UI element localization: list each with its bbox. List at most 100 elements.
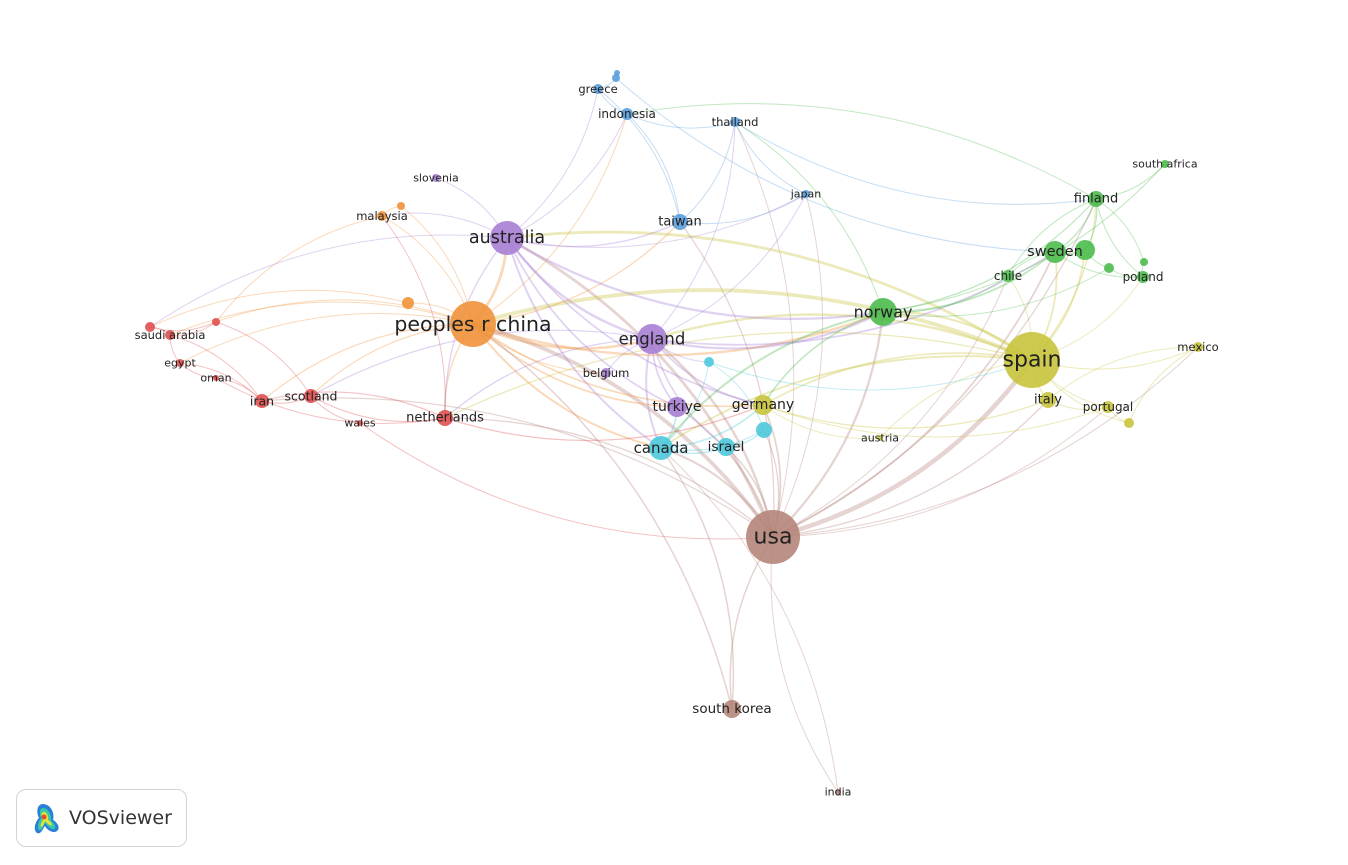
link-australia-japan bbox=[506, 193, 807, 248]
node-label-poland[interactable]: poland bbox=[1123, 270, 1164, 284]
node-england[interactable] bbox=[637, 324, 667, 354]
node-label-norway[interactable]: norway bbox=[854, 303, 913, 322]
node-usa[interactable] bbox=[746, 510, 800, 564]
node-label-turkiye[interactable]: turkiye bbox=[652, 399, 701, 415]
node-label-italy[interactable]: italy bbox=[1034, 393, 1062, 408]
link-england-netherlands bbox=[444, 338, 653, 419]
node-label-scotland[interactable]: scotland bbox=[285, 389, 338, 404]
node-norway[interactable] bbox=[869, 298, 897, 326]
node-label-slovenia[interactable]: slovenia bbox=[413, 172, 459, 185]
node-label-germany[interactable]: germany bbox=[732, 397, 794, 413]
link-australia-turkiye bbox=[506, 237, 678, 408]
node-label-belgium[interactable]: belgium bbox=[583, 366, 630, 380]
node-r2[interactable] bbox=[212, 318, 220, 326]
node-label-wales[interactable]: wales bbox=[344, 417, 376, 430]
node-sweden[interactable] bbox=[1044, 241, 1066, 263]
node-label-portugal[interactable]: portugal bbox=[1083, 400, 1134, 414]
node-canada[interactable] bbox=[649, 436, 673, 460]
node-label-chile[interactable]: chile bbox=[994, 269, 1022, 283]
node-chile[interactable] bbox=[1002, 270, 1014, 282]
link-malaysia-r2 bbox=[215, 215, 383, 323]
node-g3[interactable] bbox=[1140, 258, 1148, 266]
node-label-india[interactable]: india bbox=[825, 786, 852, 799]
node-japan[interactable] bbox=[802, 190, 810, 198]
node-g2[interactable] bbox=[1104, 263, 1114, 273]
node-netherlands[interactable] bbox=[437, 410, 453, 426]
node-israel[interactable] bbox=[717, 438, 735, 456]
node-c2[interactable] bbox=[704, 357, 714, 367]
link-canada-germany bbox=[660, 404, 764, 449]
node-o1[interactable] bbox=[397, 202, 405, 210]
link-spain-canada bbox=[660, 355, 1033, 449]
node-label-canada[interactable]: canada bbox=[634, 439, 689, 457]
node-spain[interactable] bbox=[1004, 332, 1060, 388]
node-label-mexico[interactable]: mexico bbox=[1177, 340, 1218, 354]
node-oman[interactable] bbox=[213, 375, 219, 381]
node-belgium[interactable] bbox=[601, 368, 611, 378]
node-label-southkorea[interactable]: south korea bbox=[692, 701, 771, 717]
node-label-iran[interactable]: iran bbox=[250, 394, 274, 409]
node-label-england[interactable]: england bbox=[619, 330, 686, 349]
node-china[interactable] bbox=[450, 301, 496, 347]
node-label-southafrica[interactable]: south africa bbox=[1132, 158, 1197, 171]
node-label-egypt[interactable]: egypt bbox=[164, 357, 196, 370]
node-label-greece[interactable]: greece bbox=[578, 82, 617, 96]
node-turkiye[interactable] bbox=[667, 397, 687, 417]
node-egypt[interactable] bbox=[176, 359, 184, 367]
node-label-austria[interactable]: austria bbox=[861, 432, 899, 445]
node-australia[interactable] bbox=[490, 221, 524, 255]
link-china-turkiye bbox=[472, 323, 678, 408]
node-b1[interactable] bbox=[612, 74, 620, 82]
node-germany[interactable] bbox=[753, 395, 773, 415]
link-scotland-r2 bbox=[215, 321, 312, 397]
node-scotland[interactable] bbox=[304, 389, 318, 403]
node-slovenia[interactable] bbox=[432, 174, 440, 182]
node-southkorea[interactable] bbox=[723, 700, 741, 718]
node-label-malaysia[interactable]: malaysia bbox=[356, 209, 408, 223]
node-label-israel[interactable]: israel bbox=[708, 439, 745, 455]
node-label-china[interactable]: peoples r china bbox=[394, 312, 551, 336]
link-usa-iran bbox=[261, 397, 774, 538]
node-indonesia[interactable] bbox=[621, 108, 633, 120]
node-label-oman[interactable]: oman bbox=[200, 372, 231, 385]
link-china-norway bbox=[472, 310, 884, 357]
node-label-indonesia[interactable]: indonesia bbox=[598, 107, 656, 121]
node-label-netherlands[interactable]: netherlands bbox=[406, 411, 484, 426]
link-iran-egypt bbox=[179, 362, 263, 402]
node-label-japan[interactable]: japan bbox=[790, 188, 822, 201]
link-usa-italy bbox=[772, 399, 1049, 538]
node-southafrica[interactable] bbox=[1161, 160, 1169, 168]
node-label-finland[interactable]: finland bbox=[1074, 192, 1119, 207]
node-g1[interactable] bbox=[1075, 240, 1095, 260]
node-india[interactable] bbox=[835, 789, 841, 795]
node-italy[interactable] bbox=[1040, 392, 1056, 408]
node-taiwan[interactable] bbox=[672, 214, 688, 230]
node-saudiarabia[interactable] bbox=[165, 330, 175, 340]
node-c1[interactable] bbox=[756, 422, 772, 438]
node-label-spain[interactable]: spain bbox=[1003, 348, 1062, 373]
node-o2[interactable] bbox=[402, 297, 414, 309]
node-mexico[interactable] bbox=[1193, 342, 1203, 352]
node-label-saudiarabia[interactable]: saudi arabia bbox=[135, 328, 206, 342]
node-wales[interactable] bbox=[357, 420, 363, 426]
node-y1[interactable] bbox=[1124, 418, 1134, 428]
node-finland[interactable] bbox=[1088, 191, 1104, 207]
node-iran[interactable] bbox=[255, 394, 269, 408]
node-label-taiwan[interactable]: taiwan bbox=[658, 215, 702, 230]
node-label-sweden[interactable]: sweden bbox=[1027, 244, 1083, 260]
node-label-australia[interactable]: australia bbox=[469, 228, 545, 248]
node-r1[interactable] bbox=[145, 322, 155, 332]
node-portugal[interactable] bbox=[1102, 401, 1114, 413]
node-austria[interactable] bbox=[877, 435, 883, 441]
node-thailand[interactable] bbox=[730, 117, 740, 127]
node-malaysia[interactable] bbox=[377, 211, 387, 221]
link-indonesia-thailand bbox=[626, 113, 736, 129]
node-label-usa[interactable]: usa bbox=[754, 525, 793, 550]
node-poland[interactable] bbox=[1137, 271, 1149, 283]
vosviewer-logo: VOSviewer bbox=[16, 789, 187, 847]
node-b2[interactable] bbox=[614, 70, 620, 76]
node-greece[interactable] bbox=[593, 84, 603, 94]
link-china-iran bbox=[261, 323, 474, 402]
node-label-thailand[interactable]: thailand bbox=[712, 115, 759, 129]
